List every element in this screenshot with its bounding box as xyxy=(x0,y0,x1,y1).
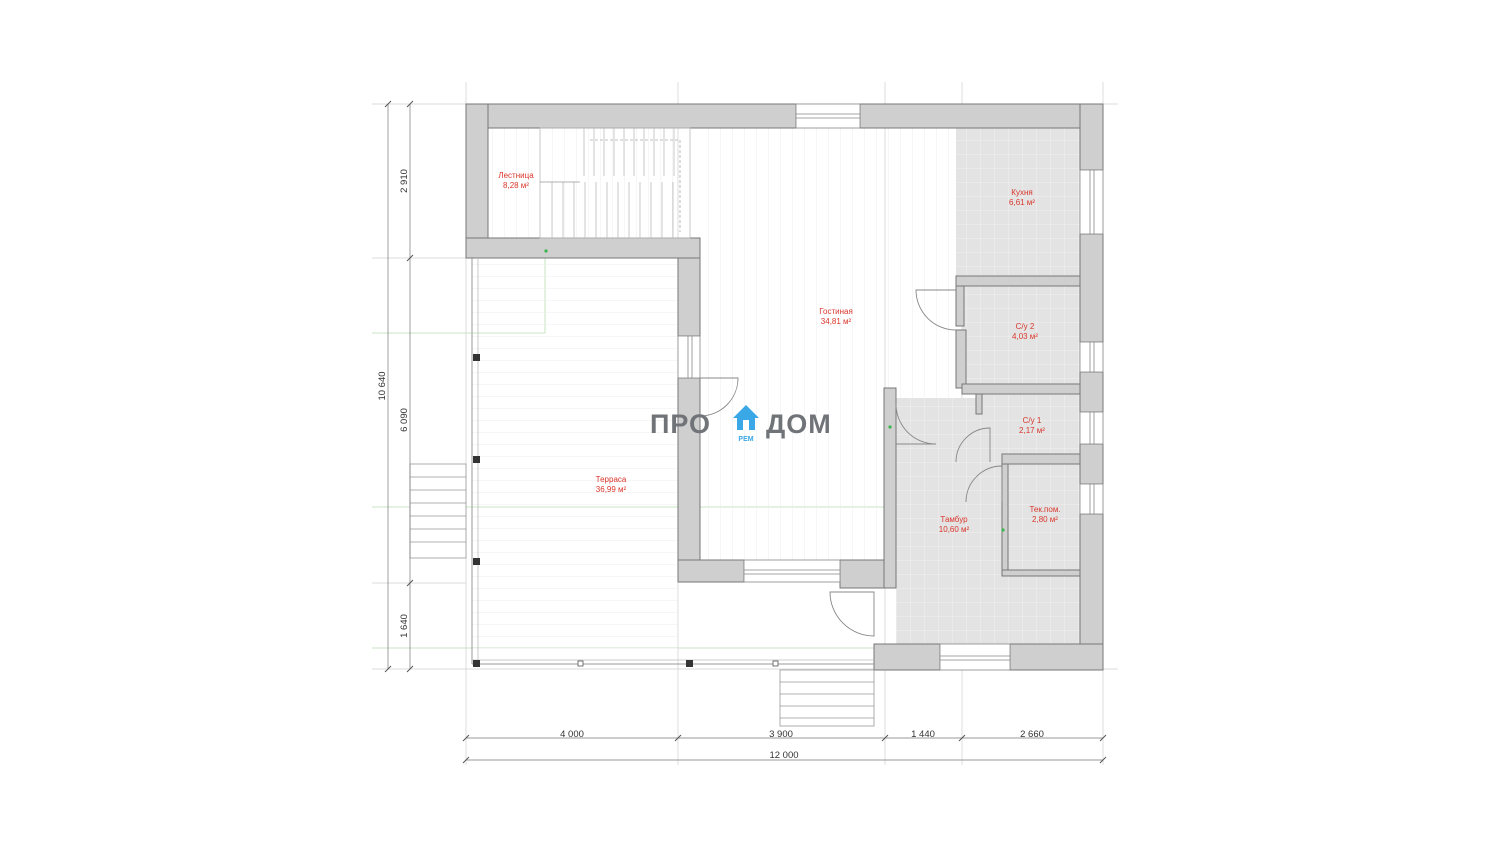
room-name-vestibule: Тамбур xyxy=(940,515,968,524)
room-labels: Лестница 8,28 м² Кухня 6,61 м² Гостиная … xyxy=(498,171,1060,534)
dim-bottom-3: 1 440 xyxy=(911,729,935,740)
room-area-wc1: 2,17 м² xyxy=(1019,426,1045,435)
room-area-living: 34,81 м² xyxy=(821,317,852,326)
room-area-vestibule: 10,60 м² xyxy=(939,525,970,534)
room-area-kitchen: 6,61 м² xyxy=(1009,198,1035,207)
dim-bottom-4: 2 660 xyxy=(1020,729,1044,740)
room-name-terrace: Терраса xyxy=(596,475,627,484)
logo-text-left: ПРО xyxy=(650,409,711,439)
dim-left-total: 10 640 xyxy=(377,371,388,400)
room-area-terrace: 36,99 м² xyxy=(596,485,627,494)
doors xyxy=(699,289,1003,637)
windows xyxy=(677,103,1104,671)
room-name-wc2: С/у 2 xyxy=(1016,322,1035,331)
dim-left-2: 6 090 xyxy=(399,408,410,432)
floor-areas xyxy=(472,128,1080,664)
logo-text-right: ДОМ xyxy=(766,409,832,439)
room-name-wc1: С/у 1 xyxy=(1023,416,1042,425)
logo-text-sub: РЕМ xyxy=(738,436,753,443)
dimension-lines xyxy=(384,100,1107,764)
room-name-stairs: Лестница xyxy=(498,171,534,180)
dim-left-1: 2 910 xyxy=(399,169,410,193)
dim-bottom-2: 3 900 xyxy=(769,729,793,740)
room-name-tech: Тек.пом. xyxy=(1029,505,1060,514)
watermark-logo: ПРО РЕМ ДОМ xyxy=(650,405,832,443)
markers xyxy=(544,249,1005,532)
walls xyxy=(465,103,1104,671)
staircase xyxy=(539,127,691,239)
room-name-living: Гостиная xyxy=(819,307,853,316)
entrance-steps xyxy=(409,463,875,727)
house-icon xyxy=(733,405,759,430)
terrace-railing xyxy=(471,258,874,667)
dim-bottom-total: 12 000 xyxy=(769,750,798,761)
room-area-tech: 2,80 м² xyxy=(1032,515,1058,524)
dimension-labels: 4 000 3 900 1 440 2 660 12 000 2 910 6 0… xyxy=(377,169,1044,761)
dim-left-3: 1 640 xyxy=(399,614,410,638)
dim-bottom-1: 4 000 xyxy=(560,729,584,740)
room-area-wc2: 4,03 м² xyxy=(1012,332,1038,341)
room-name-kitchen: Кухня xyxy=(1011,188,1032,197)
room-area-stairs: 8,28 м² xyxy=(503,181,529,190)
